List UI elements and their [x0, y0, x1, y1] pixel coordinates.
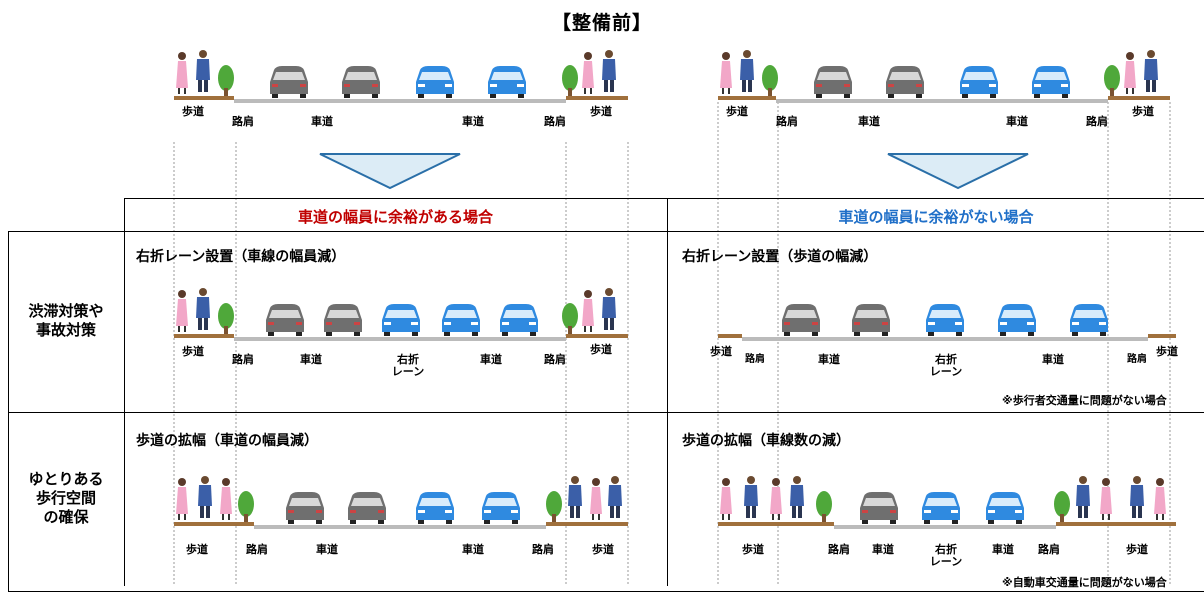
page-title: 【整備前】 [551, 12, 652, 34]
road-label: 路肩 [532, 543, 554, 556]
case2-right-road [718, 476, 1176, 529]
road-label: 車道 [462, 115, 484, 128]
road-label: 歩道 [182, 345, 204, 358]
case1-left-road [174, 288, 628, 341]
road-label: 歩道 [1126, 543, 1148, 556]
before-left-road [130, 40, 630, 140]
row-label-2: ゆとりある 歩行空間 の確保 [28, 470, 104, 526]
arrow-down-right [887, 153, 1029, 190]
road-label: 車道 [311, 115, 333, 128]
road-label: 路肩 [544, 353, 566, 366]
road-label: 歩道 [590, 343, 612, 356]
road-label: 車道 [316, 543, 338, 556]
header-divider [667, 198, 668, 586]
case1-left-subtitle: 右折レーン設置（車線の幅員減） [136, 249, 346, 265]
road-label: 路肩 [776, 115, 798, 128]
road-label: 右折 レーン [391, 353, 425, 378]
road-label: 歩道 [1156, 345, 1178, 358]
road-label: 路肩 [246, 543, 268, 556]
road-label: 路肩 [1086, 115, 1108, 128]
road-label: 路肩 [232, 115, 254, 128]
road-label: 路肩 [745, 354, 765, 365]
road-label: 車道 [858, 115, 880, 128]
road-label: 路肩 [1127, 354, 1147, 365]
road-label: 右折 レーン [929, 353, 963, 378]
note-traffic: ※自動車交通量に問題がない場合 [1002, 576, 1167, 589]
arrow-down-left [319, 153, 461, 190]
road-label: 歩道 [726, 105, 748, 118]
column-header-right: 車道の幅員に余裕がない場合 [838, 208, 1034, 226]
case1-right-subtitle: 右折レーン設置（歩道の幅減） [682, 249, 878, 265]
road-label: 右折 レーン [929, 543, 963, 568]
road-label: 路肩 [828, 543, 850, 556]
column-header-left: 車道の幅員に余裕がある場合 [297, 208, 493, 226]
note-pedestrian: ※歩行者交通量に問題がない場合 [1002, 394, 1167, 407]
road-label: 車道 [1042, 353, 1064, 366]
road-label: 路肩 [232, 353, 254, 366]
road-label: 路肩 [1038, 543, 1060, 556]
case1-right-road [718, 304, 1176, 341]
road-label: 車道 [1006, 115, 1028, 128]
road-label: 歩道 [1132, 105, 1154, 118]
before-right-road [718, 50, 1170, 103]
road-label: 歩道 [590, 105, 612, 118]
road-label: 路肩 [544, 115, 566, 128]
row-label-1: 渋滞対策や 事故対策 [28, 302, 104, 339]
case2-left-road [174, 476, 628, 529]
road-label: 歩道 [182, 105, 204, 118]
road-label: 歩道 [710, 345, 732, 358]
case2-right-subtitle: 歩道の拡幅（車線数の減） [682, 433, 850, 449]
road-label: 車道 [992, 543, 1014, 556]
road-label: 車道 [300, 353, 322, 366]
case2-left-subtitle: 歩道の拡幅（車道の幅員減） [136, 433, 318, 449]
label-col-divider [124, 231, 125, 586]
road-label: 車道 [818, 353, 840, 366]
road-label: 歩道 [186, 543, 208, 556]
road-label: 歩道 [592, 543, 614, 556]
road-label: 歩道 [742, 543, 764, 556]
road-label: 車道 [480, 353, 502, 366]
road-label: 車道 [462, 543, 484, 556]
road-label: 車道 [872, 543, 894, 556]
